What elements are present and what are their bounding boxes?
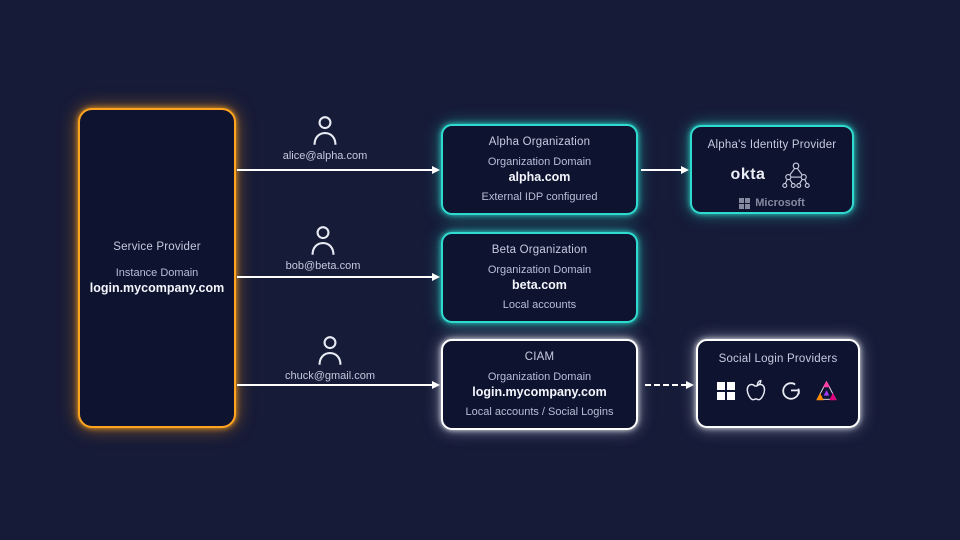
microsoft-label: Microsoft [755, 197, 805, 209]
microsoft-squares-icon [739, 197, 751, 209]
org-title: Alpha Organization [488, 136, 591, 148]
org-note: Local accounts / Social Logins [465, 406, 614, 418]
instance-domain-value: login.mycompany.com [89, 281, 225, 295]
arrow-alpha-to-idp [641, 166, 689, 174]
person-icon [318, 336, 342, 365]
arrow-sp-to-alpha [237, 166, 440, 174]
okta-logo: okta [730, 166, 766, 183]
alpha-organization-box: Alpha Organization Organization Domain a… [441, 124, 638, 215]
windows-icon [717, 382, 735, 400]
service-provider-box: Service Provider Instance Domain login.m… [78, 108, 236, 428]
instance-domain-label: Instance Domain [115, 267, 199, 279]
arrow-sp-to-beta [237, 273, 440, 281]
user-email: chuck@gmail.com [284, 370, 376, 382]
apple-icon [746, 379, 766, 401]
alpha-identity-provider-box: Alpha's Identity Provider okta [690, 125, 854, 214]
directory-tree-icon [782, 162, 811, 189]
org-domain-label: Organization Domain [487, 370, 592, 383]
org-domain-value: alpha.com [508, 169, 571, 184]
org-domain-value: beta.com [512, 277, 567, 292]
arrow-sp-to-ciam [237, 381, 440, 389]
user-alice: alice@alpha.com [255, 114, 395, 162]
triangle-logo-icon [816, 380, 837, 401]
org-domain-label: Organization Domain [487, 263, 592, 276]
org-domain-label: Organization Domain [487, 155, 592, 168]
arrow-ciam-to-social [645, 381, 694, 389]
user-bob: bob@beta.com [253, 224, 393, 272]
org-title: Beta Organization [491, 244, 588, 256]
org-title: CIAM [524, 351, 555, 363]
person-icon [313, 116, 337, 145]
user-email: bob@beta.com [285, 260, 361, 272]
social-login-providers-box: Social Login Providers [696, 339, 860, 428]
person-icon [311, 226, 335, 255]
user-email: alice@alpha.com [282, 150, 368, 162]
org-domain-value: login.mycompany.com [472, 384, 607, 399]
org-note: Local accounts [502, 299, 577, 311]
idp-title: Alpha's Identity Provider [707, 139, 837, 151]
service-provider-title: Service Provider [113, 241, 201, 253]
beta-organization-box: Beta Organization Organization Domain be… [441, 232, 638, 323]
microsoft-logo: Microsoft [739, 197, 805, 209]
ciam-organization-box: CIAM Organization Domain login.mycompany… [441, 339, 638, 430]
user-chuck: chuck@gmail.com [260, 334, 400, 382]
org-note: External IDP configured [481, 191, 598, 203]
google-icon [782, 382, 803, 400]
social-title: Social Login Providers [718, 353, 838, 365]
